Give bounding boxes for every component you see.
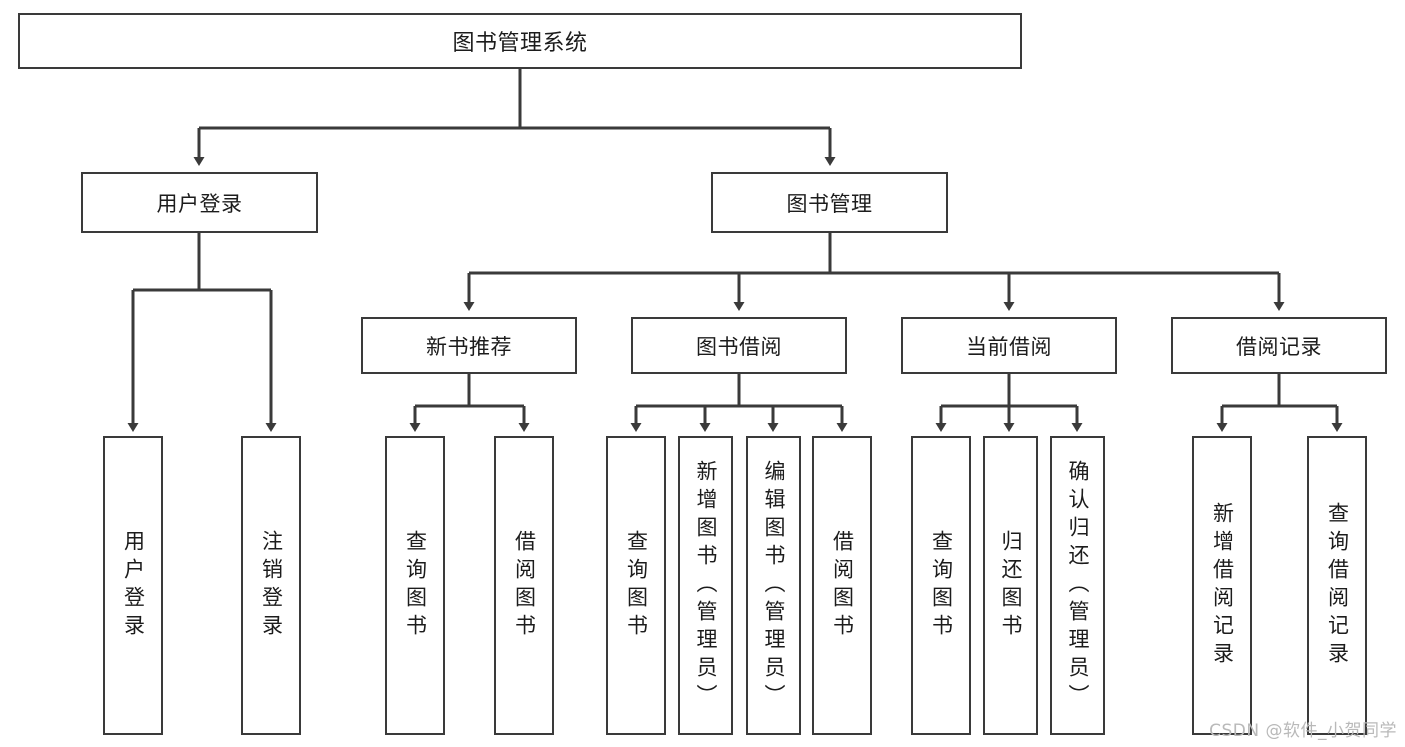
leaf-query-borrow-record[interactable]: 查询借阅记录: [1307, 436, 1367, 735]
node-book-borrow[interactable]: 图书借阅: [631, 317, 847, 374]
node-label: 编辑图书（管理员）: [762, 459, 786, 712]
watermark-text: CSDN @软件_小贺同学: [1209, 721, 1397, 741]
node-label: 确认归还（管理员）: [1066, 459, 1090, 712]
leaf-add-book[interactable]: 新增图书（管理员）: [678, 436, 733, 735]
leaf-user-login[interactable]: 用户登录: [103, 436, 163, 735]
node-current-borrow[interactable]: 当前借阅: [901, 317, 1117, 374]
leaf-logout[interactable]: 注销登录: [241, 436, 301, 735]
node-label: 当前借阅: [966, 334, 1052, 359]
node-book-manage[interactable]: 图书管理: [711, 172, 948, 233]
node-label: 归还图书: [999, 529, 1023, 642]
node-label: 查询图书: [929, 529, 954, 642]
leaf-edit-book[interactable]: 编辑图书（管理员）: [746, 436, 801, 735]
node-label: 借阅图书: [830, 529, 855, 642]
node-label: 用户登录: [156, 191, 243, 216]
node-user-login[interactable]: 用户登录: [81, 172, 318, 233]
node-label: 注销登录: [259, 529, 284, 642]
node-label: 用户登录: [121, 529, 146, 642]
node-label: 图书管理: [786, 191, 873, 216]
node-label: 查询图书: [403, 529, 428, 642]
leaf-add-borrow-record[interactable]: 新增借阅记录: [1192, 436, 1252, 735]
leaf-query-book-borrow[interactable]: 查询图书: [606, 436, 666, 735]
leaf-confirm-return[interactable]: 确认归还（管理员）: [1050, 436, 1105, 735]
node-label: 借阅记录: [1236, 334, 1322, 359]
node-label: 图书借阅: [696, 334, 782, 359]
leaf-return-book[interactable]: 归还图书: [983, 436, 1038, 735]
node-root-book-management-system[interactable]: 图书管理系统: [18, 13, 1022, 69]
node-label: 新书推荐: [426, 334, 512, 359]
leaf-borrow-book-borrow[interactable]: 借阅图书: [812, 436, 872, 735]
leaf-query-book-current[interactable]: 查询图书: [911, 436, 971, 735]
node-label: 新增图书（管理员）: [694, 459, 718, 712]
node-label: 借阅图书: [512, 529, 537, 642]
node-label: 查询图书: [624, 529, 649, 642]
node-new-book-recommend[interactable]: 新书推荐: [361, 317, 577, 374]
node-label: 新增借阅记录: [1210, 501, 1235, 670]
leaf-query-book-recommend[interactable]: 查询图书: [385, 436, 445, 735]
node-label: 查询借阅记录: [1325, 501, 1350, 670]
node-label: 图书管理系统: [452, 31, 588, 56]
node-borrow-record[interactable]: 借阅记录: [1171, 317, 1387, 374]
leaf-borrow-book-recommend[interactable]: 借阅图书: [494, 436, 554, 735]
